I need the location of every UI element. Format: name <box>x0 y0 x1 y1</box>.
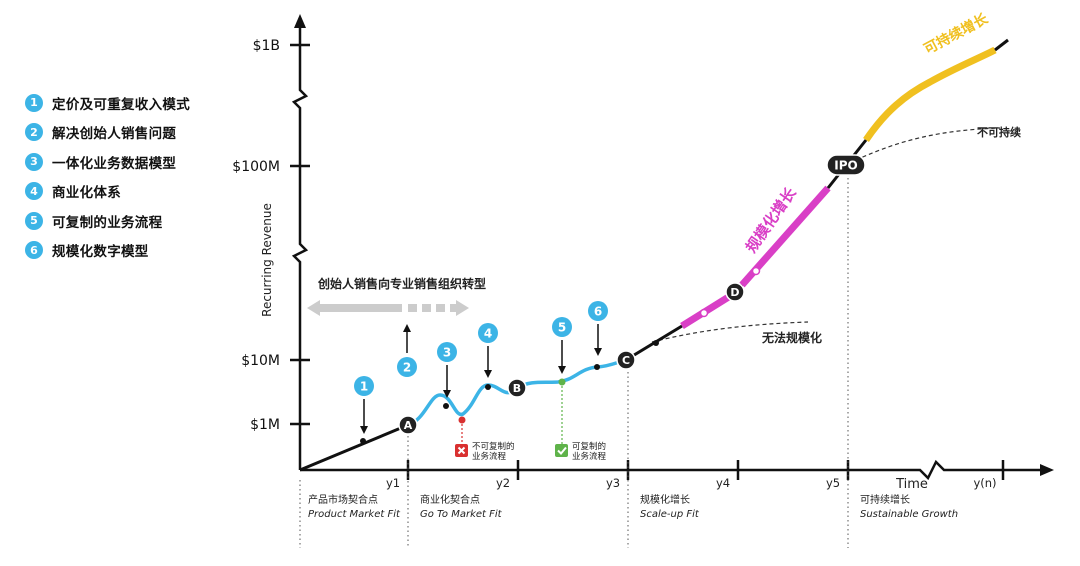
y-tick-label: $100M <box>232 159 280 175</box>
legend-item: 5 可复制的业务流程 <box>25 206 190 236</box>
step-marker-number: 1 <box>360 380 368 394</box>
unsustainable-curve <box>855 127 1001 161</box>
phase-label-cn: 商业化契合点 <box>420 493 480 506</box>
cannot-scale-curve <box>651 321 809 343</box>
founder-transition-arrows <box>307 300 469 316</box>
step-marker-number: 5 <box>558 321 566 335</box>
x-axis-arrow <box>1040 464 1054 476</box>
legend-label: 一体化业务数据模型 <box>52 155 177 172</box>
legend-label: 商业化体系 <box>52 185 121 202</box>
replicable-label: 可复制的 <box>572 441 606 452</box>
phase-label-en: Product Market Fit <box>308 509 401 520</box>
legend-number-badge: 2 <box>25 123 43 142</box>
milestone-badge: A <box>404 419 413 432</box>
growth-curve <box>299 38 1009 472</box>
legend-label: 解决创始人销售问题 <box>52 126 177 143</box>
legend-label: 定价及可重复收入模式 <box>52 96 190 113</box>
legend-number-badge: 1 <box>25 93 43 112</box>
legend-item: 4 商业化体系 <box>25 177 190 207</box>
y-axis-title: Recurring Revenue <box>260 203 274 317</box>
x-axis-title: Time <box>895 477 928 492</box>
curve-dot-green <box>558 378 566 386</box>
x-tick-label: y3 <box>606 476 620 490</box>
y-axis: $1B $100M $10M $1M Recurring Revenue <box>232 14 310 470</box>
phase-label-en: Scale-up Fit <box>640 509 700 520</box>
legend-number-badge: 4 <box>25 182 43 201</box>
milestone-badge: D <box>730 286 739 299</box>
curve-dot <box>360 438 366 444</box>
y-axis-arrow <box>294 14 306 28</box>
legend-item: 6 规模化数字模型 <box>25 236 190 266</box>
x-tick-label: y5 <box>826 476 840 490</box>
step-markers: 1 2 3 4 5 6 <box>354 301 608 434</box>
sustainable-growth-label: 可持续增长 <box>921 10 992 58</box>
replicable-label: 业务流程 <box>572 451 607 462</box>
curve-dot <box>653 340 659 346</box>
legend-label: 可复制的业务流程 <box>52 214 163 231</box>
legend-number-badge: 6 <box>25 241 43 260</box>
legend-item: 1 定价及可重复收入模式 <box>25 88 190 118</box>
y-tick-label: $1B <box>253 38 280 54</box>
milestone-badge: C <box>622 354 630 367</box>
legend-item: 3 一体化业务数据模型 <box>25 147 190 177</box>
y-tick-label: $10M <box>241 353 280 369</box>
legend: 1 定价及可重复收入模式 2 解决创始人销售问题 3 一体化业务数据模型 4 商业化体系… <box>25 88 190 265</box>
non-replicable-label: 业务流程 <box>472 451 507 462</box>
step-marker-number: 3 <box>443 346 451 360</box>
step-marker-number: 6 <box>594 305 602 319</box>
legend-number-badge: 5 <box>25 211 43 230</box>
phase-separators <box>299 178 849 548</box>
phase-label-cn: 可持续增长 <box>860 493 910 506</box>
phase-label-cn: 产品市场契合点 <box>308 493 378 506</box>
check-mark-icon <box>555 444 568 457</box>
curve-dot-hollow <box>699 308 709 318</box>
phase-label-en: Sustainable Growth <box>860 509 958 520</box>
non-replicable-label: 不可复制的 <box>472 441 515 452</box>
milestones: A B C D IPO <box>398 154 866 435</box>
milestone-badge: B <box>513 382 521 395</box>
y-tick-label: $1M <box>250 417 280 433</box>
x-tick-label: y2 <box>496 476 510 490</box>
curve-dot-red <box>458 416 466 424</box>
curve-dot-hollow <box>751 266 761 276</box>
x-tick-label: y1 <box>386 476 400 490</box>
x-tick-label: y4 <box>716 476 730 490</box>
curve-dot <box>594 364 600 370</box>
legend-item: 2 解决创始人销售问题 <box>25 118 190 148</box>
phase-label-en: Go To Market Fit <box>420 509 503 520</box>
step-marker-number: 4 <box>484 327 492 341</box>
legend-number-badge: 3 <box>25 152 43 171</box>
curve-dot <box>443 403 449 409</box>
legend-label: 规模化数字模型 <box>52 244 149 261</box>
unsustainable-label: 不可持续 <box>977 125 1021 139</box>
x-axis: y1 y2 y3 y4 y5 y(n) Time <box>300 459 1054 492</box>
x-tick-label: y(n) <box>973 476 996 490</box>
founder-transition-label: 创始人销售向专业销售组织转型 <box>317 276 486 291</box>
scale-growth-label: 规模化增长 <box>742 183 800 256</box>
phase-label-cn: 规模化增长 <box>640 493 690 506</box>
curve-dot <box>485 384 491 390</box>
step-marker-number: 2 <box>403 361 411 375</box>
milestone-badge-ipo: IPO <box>834 159 857 173</box>
cannot-scale-label: 无法规模化 <box>761 330 822 345</box>
